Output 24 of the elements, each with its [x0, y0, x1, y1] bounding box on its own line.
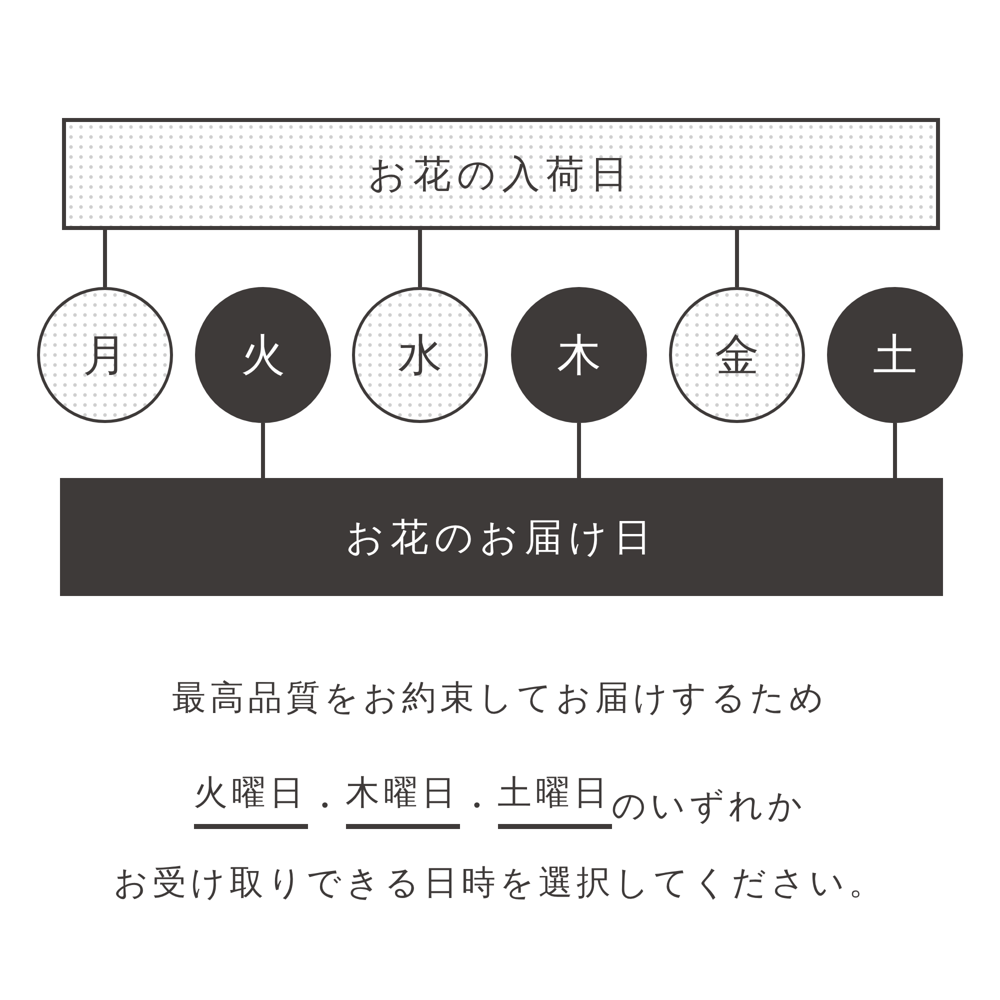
underlined-text: 木曜日: [346, 770, 460, 829]
body-text: のいずれか: [612, 785, 806, 828]
underlined-text: 土曜日: [498, 770, 612, 829]
connector-line: [261, 423, 265, 478]
node-label: 水: [398, 328, 442, 382]
node-label: 木: [557, 328, 601, 382]
node-label: 金: [715, 328, 759, 382]
connector-line: [893, 423, 897, 478]
node-label: お花のお届け日: [346, 514, 658, 560]
node-label: 火: [241, 328, 285, 382]
heading-bar: [60, 478, 943, 596]
connector-line: [735, 230, 739, 287]
heading-bar: [62, 118, 940, 230]
node-label: お花の入荷日: [368, 150, 634, 198]
body-text: お受け取りできる日時を選択してください。: [114, 862, 886, 905]
node-label: 土: [873, 328, 917, 382]
connector-line: [103, 230, 107, 287]
underlined-text: 火曜日: [194, 770, 308, 829]
connector-line: [577, 423, 581, 478]
body-text: 最高品質をお約束してお届けするため: [172, 677, 828, 720]
connector-line: [418, 230, 422, 287]
body-text: ・: [460, 785, 498, 828]
node-label: 月: [83, 328, 127, 382]
body-text: ・: [308, 785, 346, 828]
